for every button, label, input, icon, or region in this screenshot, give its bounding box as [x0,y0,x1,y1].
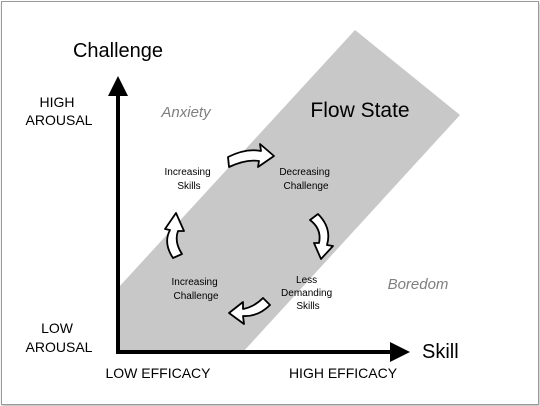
x-axis-title: Skill [422,341,459,363]
flow-state-title: Flow State [310,99,409,122]
y-high-label: HIGH AROUSAL [26,94,93,128]
x-high-label: HIGH EFFICACY [289,365,398,381]
cycle-arrow-right [227,143,275,168]
step-less-demanding-skills: Less Demanding Skills [281,275,335,312]
cycle-arrow-left [228,297,271,325]
x-low-label: LOW EFFICACY [105,365,211,381]
cycle-arrow-down [309,213,334,260]
y-low-label: LOW AROUSAL [26,320,93,355]
y-axis-arrowhead [108,76,128,96]
y-axis-title: Challenge [73,40,163,62]
flow-state-band [118,30,460,352]
step-increasing-challenge: Increasing Challenge [172,277,221,302]
step-decreasing-challenge: Decreasing Challenge [279,167,332,192]
x-axis-arrowhead [390,342,410,362]
boredom-label: Boredom [388,276,449,293]
cycle-arrow-up [164,212,185,259]
anxiety-label: Anxiety [160,104,212,121]
step-increasing-skills: Increasing Skills [165,167,214,192]
